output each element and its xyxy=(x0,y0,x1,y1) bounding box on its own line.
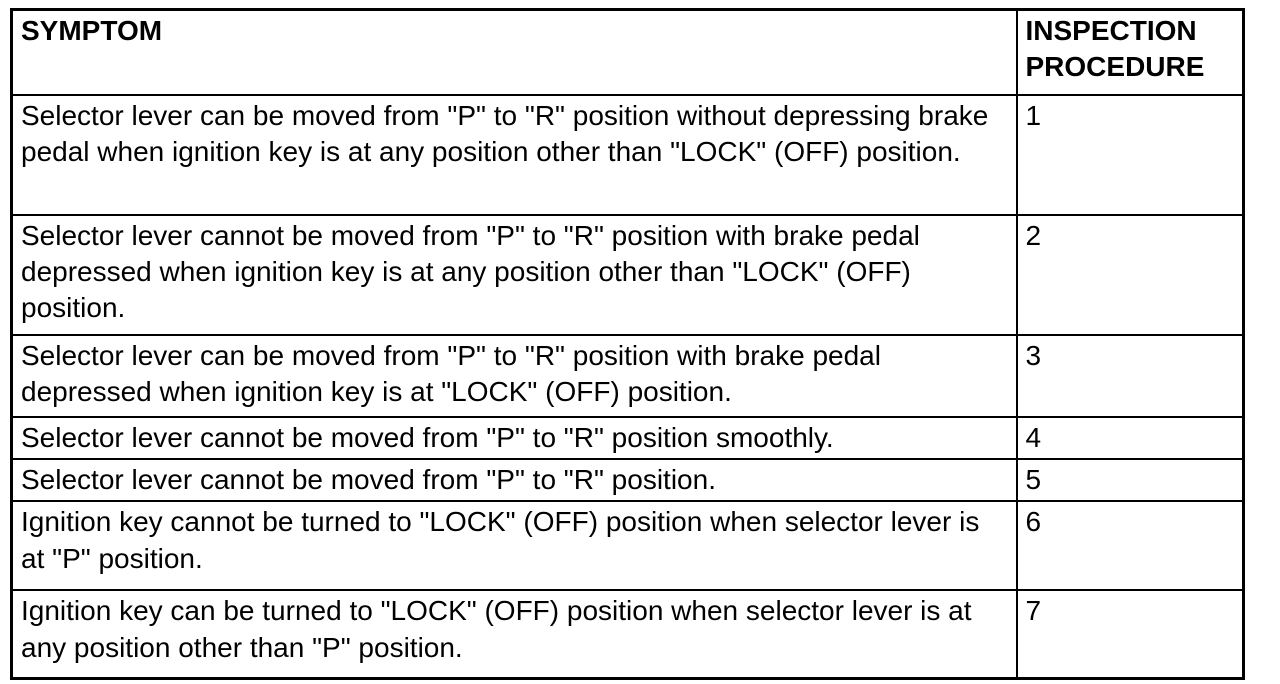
symptom-inspection-table: SYMPTOM INSPECTION PROCEDURE Selector le… xyxy=(10,8,1245,680)
table-row: Ignition key can be turned to "LOCK" (OF… xyxy=(10,589,1245,680)
table-row: Selector lever cannot be moved from "P" … xyxy=(10,213,1245,336)
table-row: Ignition key cannot be turned to "LOCK" … xyxy=(10,500,1245,592)
procedure-cell: 4 xyxy=(1015,415,1245,460)
inspection-procedure-column-header: INSPECTION PROCEDURE xyxy=(1015,8,1245,96)
table-row: Selector lever can be moved from "P" to … xyxy=(10,333,1245,418)
table-row: Selector lever cannot be moved from "P" … xyxy=(10,457,1245,503)
table-header-row: SYMPTOM INSPECTION PROCEDURE xyxy=(10,8,1245,96)
table-row: Selector lever can be moved from "P" to … xyxy=(10,93,1245,216)
symptom-cell: Selector lever cannot be moved from "P" … xyxy=(10,415,1018,460)
procedure-cell: 1 xyxy=(1015,93,1245,216)
symptom-cell: Selector lever cannot be moved from "P" … xyxy=(10,457,1018,503)
symptom-inspection-table-container: SYMPTOM INSPECTION PROCEDURE Selector le… xyxy=(10,8,1245,680)
procedure-cell: 6 xyxy=(1015,500,1245,592)
symptom-cell: Ignition key can be turned to "LOCK" (OF… xyxy=(10,589,1018,680)
symptom-cell: Selector lever cannot be moved from "P" … xyxy=(10,213,1018,336)
table-row: Selector lever cannot be moved from "P" … xyxy=(10,415,1245,460)
symptom-cell: Ignition key cannot be turned to "LOCK" … xyxy=(10,500,1018,592)
symptom-column-header: SYMPTOM xyxy=(10,8,1018,96)
procedure-cell: 3 xyxy=(1015,333,1245,418)
procedure-cell: 5 xyxy=(1015,457,1245,503)
procedure-cell: 7 xyxy=(1015,589,1245,680)
procedure-cell: 2 xyxy=(1015,213,1245,336)
symptom-cell: Selector lever can be moved from "P" to … xyxy=(10,333,1018,418)
symptom-cell: Selector lever can be moved from "P" to … xyxy=(10,93,1018,216)
